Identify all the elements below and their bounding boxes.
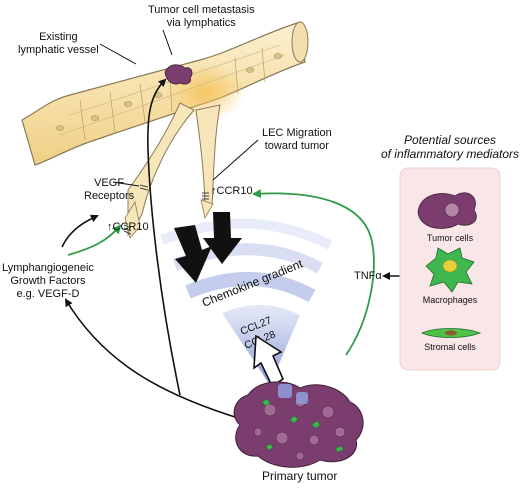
macrophages-label: Macrophages <box>422 295 478 305</box>
tumor-growth-factor-arrow <box>64 298 239 419</box>
vessel-label-line <box>99 43 137 65</box>
migration-arrow-left <box>174 225 212 283</box>
vegf-label-line <box>112 181 140 187</box>
metastasis-arrow <box>147 78 181 396</box>
lec-migration-label: LEC Migration toward tumor <box>262 127 332 152</box>
existing-vessel-label: Existing lymphatic vessel <box>18 31 99 56</box>
tnf-green-arrow <box>252 189 375 356</box>
primary-tumor-label: Primary tumor <box>262 469 338 483</box>
migration-arrow-right <box>203 212 242 264</box>
ccr10-right-label: ↑CCR10 <box>211 185 253 197</box>
tnf-label: TNFα <box>354 270 382 282</box>
stromal-cells-label: Stromal cells <box>424 342 476 352</box>
tumor-cells-label: Tumor cells <box>426 233 474 243</box>
metastasis-label: Tumor cell metastasis via lymphatics <box>148 4 255 29</box>
metastatic-tumor-cell <box>164 64 193 85</box>
hollow-arrow <box>253 334 285 388</box>
ccr10-left-label: ↑CCR10 <box>107 221 149 233</box>
primary-tumor-mass <box>233 381 364 468</box>
up-arrow-icon: ↑ <box>211 185 217 197</box>
growth-factors-label: Lymphangiogeneic Growth Factors e.g. VEG… <box>2 262 94 300</box>
lec-label-line <box>212 139 259 181</box>
up-arrow-icon: ↑ <box>107 221 113 233</box>
sources-panel-title: Potential sources of inflammatory mediat… <box>380 133 520 161</box>
growth-factor-arrow <box>67 224 122 256</box>
vegf-receptors-label: VEGF Receptors <box>84 177 135 202</box>
metastasis-label-line <box>162 29 173 56</box>
growth-factor-receptor-arrow <box>61 214 99 248</box>
